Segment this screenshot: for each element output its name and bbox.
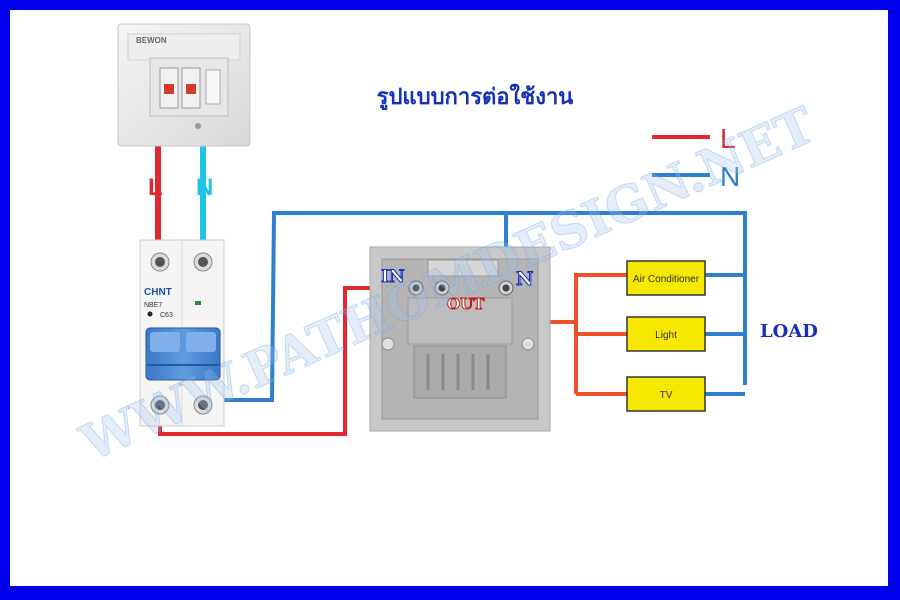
terminal-label-n: N [516,268,533,290]
load-light: Light [626,316,706,352]
terminal-label-in: IN [381,267,405,287]
terminal-label-out: OUT [447,295,485,313]
breaker-box-brand: BEWON [136,36,167,45]
load-label-tv: TV [660,390,673,401]
breaker-box: BEWON [117,23,251,147]
load-label: LOAD [760,321,818,342]
mcb-model: NBE7 [144,302,162,309]
load-label-air-conditioner: Air Conditioner [633,274,700,285]
load-air-conditioner: Air Conditioner [626,260,706,296]
wall-switch [369,246,551,432]
feed-label-line: L [148,174,163,201]
legend-label-n: N [720,161,740,192]
feed-label-neutral: N [196,174,213,201]
mcb-brand: CHNT [144,287,172,298]
load-tv: TV [626,376,706,412]
legend-label-l: L [720,123,736,154]
mcb: CHNT NBE7 C63 [139,239,225,427]
load-label-light: Light [655,330,677,341]
legend: L N [652,123,740,192]
diagram-frame: รูปแบบการต่อใช้งาน L N L N BEWON [10,10,888,586]
wiring-diagram: รูปแบบการต่อใช้งาน L N L N BEWON [71,23,824,474]
mcb-rating: C63 [160,312,173,319]
diagram-title: รูปแบบการต่อใช้งาน [377,83,574,111]
